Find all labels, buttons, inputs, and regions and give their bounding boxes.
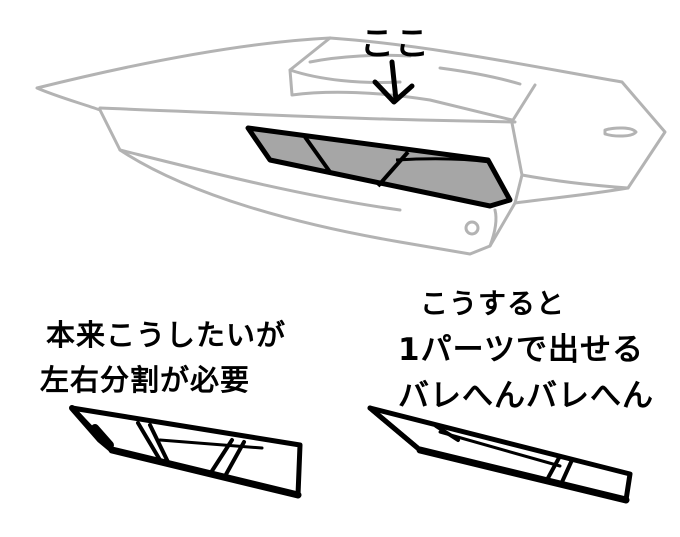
single-part-sketch: [367, 405, 633, 504]
right-caption-line1: こうすると: [420, 287, 566, 320]
left-caption-line1: 本来こうしたいが: [46, 318, 287, 352]
pointer-label: ここ: [360, 24, 430, 64]
down-arrow-icon: [372, 59, 415, 105]
highlighted-panel: [245, 125, 513, 209]
left-caption-line2: 左右分割が必要: [40, 363, 251, 397]
right-caption-line3: バレへんバレへん: [398, 378, 654, 414]
split-part-sketch: [69, 405, 303, 499]
right-caption-line2: 1パーツで出せる: [398, 332, 644, 368]
vehicle-sketch: [35, 36, 667, 256]
